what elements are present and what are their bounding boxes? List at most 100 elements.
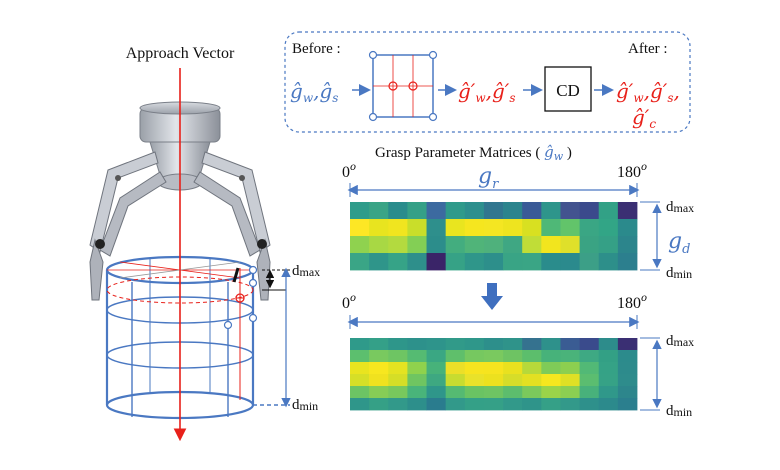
matrix-cell: [464, 219, 485, 237]
matrix-cell: [522, 350, 542, 363]
matrix-cell: [560, 374, 580, 387]
gd-label: gd: [668, 229, 690, 257]
matrix-cell: [426, 338, 447, 351]
matrix-cell: [369, 236, 389, 254]
matrix-cell: [350, 386, 370, 399]
matrix-cell: [522, 374, 542, 387]
dmin-label-left: dmin: [292, 397, 318, 413]
matrix-cell: [388, 362, 408, 375]
matrix-cell: [579, 219, 600, 237]
matrix-cell: [426, 219, 447, 237]
matrix-cell: [369, 350, 389, 363]
matrix-cell: [350, 202, 370, 220]
matrix-cell: [369, 386, 389, 399]
dmax-label-left: dmax: [292, 263, 320, 279]
matrix-cell: [464, 374, 485, 387]
matrix-cell: [522, 253, 542, 271]
matrix-cell: [522, 219, 542, 237]
matrix-cell: [388, 374, 408, 387]
matrix-cell: [617, 219, 638, 237]
matrix-cell: [541, 362, 561, 375]
matrix-cell: [541, 338, 561, 351]
matrix-cell: [388, 350, 408, 363]
sampling-grid: [368, 50, 438, 122]
matrix-cell: [617, 386, 638, 399]
matrix-cell: [350, 398, 370, 411]
matrix-cell: [464, 386, 485, 399]
matrix-cell: [522, 386, 542, 399]
matrix-cell: [598, 398, 619, 411]
matrix-cell: [350, 253, 370, 271]
matrix-cell: [464, 236, 485, 254]
matrix-cell: [579, 374, 600, 387]
matrix-cell: [388, 202, 408, 220]
before-label: Before :: [292, 41, 341, 57]
matrix-cell: [445, 386, 466, 399]
matrix-cell: [522, 362, 542, 375]
matrix-cell: [579, 202, 600, 220]
matrix-cell: [369, 398, 389, 411]
matrix-cell: [598, 362, 619, 375]
matrix-cell: [579, 350, 600, 363]
process-panel: Before : After : ĝw,ĝs ĝ′w,ĝ′s CD: [284, 31, 691, 133]
gripper-illustration: Approach Vector: [89, 45, 320, 442]
matrix-cell: [598, 338, 619, 351]
process-panel-border: [284, 31, 691, 133]
left-finger-linkage: [89, 151, 167, 301]
matrix-cell: [483, 350, 504, 363]
matrix-cell: [503, 398, 523, 411]
gr-label: gr: [478, 164, 499, 192]
matrix-cell: [407, 350, 427, 363]
matrix-cell: [503, 350, 523, 363]
matrix-cell: [388, 338, 408, 351]
matrix-cell: [369, 253, 389, 271]
matrix-cell: [598, 253, 619, 271]
right-finger-linkage: [193, 151, 271, 301]
matrix-cell: [503, 219, 523, 237]
matrix-cell: [369, 219, 389, 237]
matrix-cell: [464, 362, 485, 375]
matrix-cell: [426, 362, 447, 375]
matrix-cell: [579, 236, 600, 254]
matrix-cell: [598, 374, 619, 387]
matrix-cell: [445, 236, 466, 254]
matrix-cell: [617, 202, 638, 220]
deg-end-top: 180o: [617, 162, 647, 181]
matrix-cell: [350, 362, 370, 375]
cd-label: CD: [556, 81, 580, 100]
matrix-cell: [426, 398, 447, 411]
matrix-cell: [407, 202, 427, 220]
matrix-cell: [369, 338, 389, 351]
matrix-cell: [407, 338, 427, 351]
matrix-cell: [541, 350, 561, 363]
matrix-cell: [350, 374, 370, 387]
matrix-cell: [617, 398, 638, 411]
matrix-cell: [579, 386, 600, 399]
dmax-label-bottom: dmax: [666, 333, 694, 349]
grasp-matrix-after: [350, 338, 638, 411]
matrix-cell: [579, 362, 600, 375]
matrix-cell: [483, 398, 504, 411]
approach-vector-label: Approach Vector: [126, 45, 235, 62]
matrix-cell: [503, 362, 523, 375]
matrix-cell: [560, 202, 580, 220]
dmax-label-top: dmax: [666, 199, 694, 215]
matrix-cell: [388, 253, 408, 271]
matrix-cell: [426, 202, 447, 220]
matrix-cell: [407, 386, 427, 399]
matrix-cell: [388, 236, 408, 254]
down-arrow: [481, 283, 503, 310]
matrix-cell: [579, 253, 600, 271]
matrix-cell: [541, 202, 561, 220]
matrix-cell: [445, 374, 466, 387]
deg-start-top: 0o: [342, 162, 356, 181]
matrix-cell: [541, 236, 561, 254]
after-label: After :: [628, 41, 668, 57]
matrix-cell: [503, 202, 523, 220]
matrix-cell: [541, 374, 561, 387]
matrix-cell: [560, 219, 580, 237]
matrix-cell: [617, 350, 638, 363]
matrix-cell: [426, 236, 447, 254]
matrix-cell: [617, 338, 638, 351]
matrix-cell: [426, 253, 447, 271]
